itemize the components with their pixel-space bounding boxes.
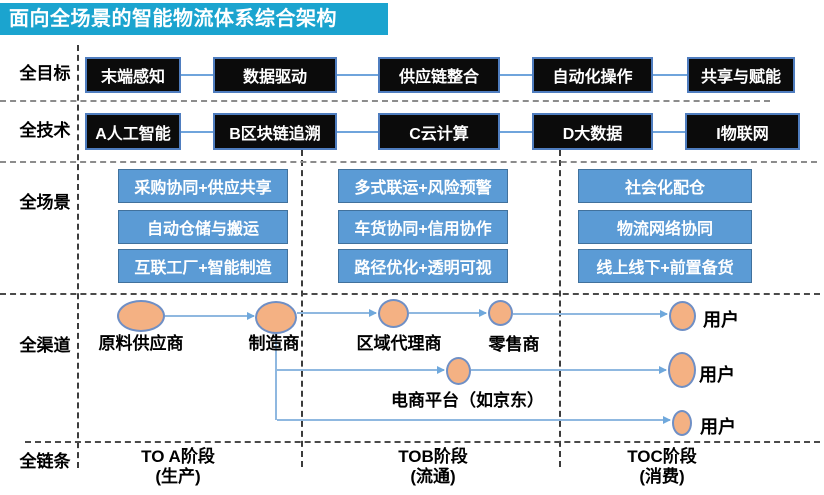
tech-box-blockchain: B区块链追溯: [213, 113, 337, 150]
goal-connector: [500, 74, 532, 76]
goal-box-supply-chain: 供应链整合: [378, 57, 500, 93]
row-label-scenes: 全场景: [19, 193, 71, 212]
scene-box-network-synergy: 物流网络协同: [578, 210, 752, 244]
goal-box-sharing: 共享与赋能: [687, 57, 795, 93]
scene-box-smart-factory: 互联工厂+智能制造: [118, 249, 288, 283]
stage-to-c: TOC阶段 (消费): [587, 447, 737, 487]
stage-to-b: TOB阶段 (流通): [358, 447, 508, 487]
divider-left-column: [77, 45, 79, 468]
goal-connector: [337, 74, 378, 76]
stage-to-a: TO A阶段 (生产): [103, 447, 253, 487]
node-user2-ellipse: [668, 352, 696, 388]
node-agent-ellipse: [378, 299, 409, 328]
goal-box-automation: 自动化操作: [532, 57, 653, 93]
node-label-supplier: 原料供应商: [98, 334, 184, 353]
divider-tech-scenes: [0, 161, 817, 163]
flow-manufacturer-branch-line: [275, 334, 277, 420]
stage-to-b-sub: (流通): [410, 467, 456, 486]
node-label-user1: 用户: [703, 310, 739, 330]
goal-connector: [653, 74, 687, 76]
flow-manufacturer-to-agent: [297, 309, 377, 317]
tech-connector: [653, 131, 685, 133]
divider-stage-a-b: [301, 150, 303, 467]
tech-box-ai: A人工智能: [85, 113, 181, 150]
goal-box-terminal-sensing: 末端感知: [85, 57, 181, 93]
node-label-user2: 用户: [699, 365, 735, 385]
node-user3-ellipse: [672, 410, 692, 436]
row-label-channels: 全渠道: [19, 336, 71, 355]
node-label-user3: 用户: [700, 417, 736, 437]
row-label-tech: 全技术: [19, 121, 71, 140]
scene-box-warehouse: 自动仓储与搬运: [118, 210, 288, 244]
row-label-goals: 全目标: [19, 64, 71, 83]
scene-box-online-offline: 线上线下+前置备货: [578, 249, 752, 283]
flow-manufacturer-direct-to-user: [277, 416, 671, 424]
node-label-manufacturer: 制造商: [248, 334, 300, 353]
tech-connector: [337, 131, 378, 133]
tech-connector: [181, 131, 213, 133]
page-title: 面向全场景的智能物流体系综合架构: [0, 3, 388, 35]
scene-box-route-optimize: 路径优化+透明可视: [338, 249, 508, 283]
node-ecommerce-ellipse: [446, 357, 471, 385]
stage-to-b-name: TOB阶段: [398, 447, 468, 466]
scene-box-multimodal: 多式联运+风险预警: [338, 169, 508, 203]
divider-goals-tech: [0, 100, 770, 102]
divider-scenes-channels: [0, 293, 820, 295]
flow-ecommerce-to-user: [471, 366, 667, 374]
divider-stage-b-c: [559, 150, 561, 467]
flow-supplier-to-manufacturer: [165, 312, 255, 320]
node-manufacturer-ellipse: [255, 301, 297, 334]
node-user1-ellipse: [669, 301, 696, 331]
tech-connector: [500, 131, 532, 133]
row-label-chain: 全链条: [19, 452, 71, 471]
scene-box-procurement: 采购协同+供应共享: [118, 169, 288, 203]
stage-to-a-name: TO A阶段: [141, 447, 215, 466]
tech-box-iot: I物联网: [685, 113, 800, 150]
divider-channels-chain: [25, 441, 820, 443]
tech-box-cloud: C云计算: [378, 113, 500, 150]
goal-box-data-driven: 数据驱动: [213, 57, 337, 93]
flow-agent-to-retailer: [409, 309, 487, 317]
node-retailer-ellipse: [488, 300, 513, 326]
node-supplier-ellipse: [117, 300, 165, 332]
goal-connector: [181, 74, 213, 76]
stage-to-a-sub: (生产): [155, 467, 201, 486]
stage-to-c-sub: (消费): [639, 467, 685, 486]
node-label-agent: 区域代理商: [356, 334, 442, 353]
tech-box-bigdata: D大数据: [532, 113, 653, 150]
stage-to-c-name: TOC阶段: [627, 447, 697, 466]
flow-manufacturer-to-ecommerce: [277, 366, 445, 374]
node-label-retailer: 零售商: [488, 335, 540, 354]
scene-box-social-warehouse: 社会化配仓: [578, 169, 752, 203]
node-label-ecommerce: 电商平台（如京东）: [391, 391, 544, 410]
flow-retailer-to-user: [513, 310, 668, 318]
scene-box-truck-cargo: 车货协同+信用协作: [338, 210, 508, 244]
